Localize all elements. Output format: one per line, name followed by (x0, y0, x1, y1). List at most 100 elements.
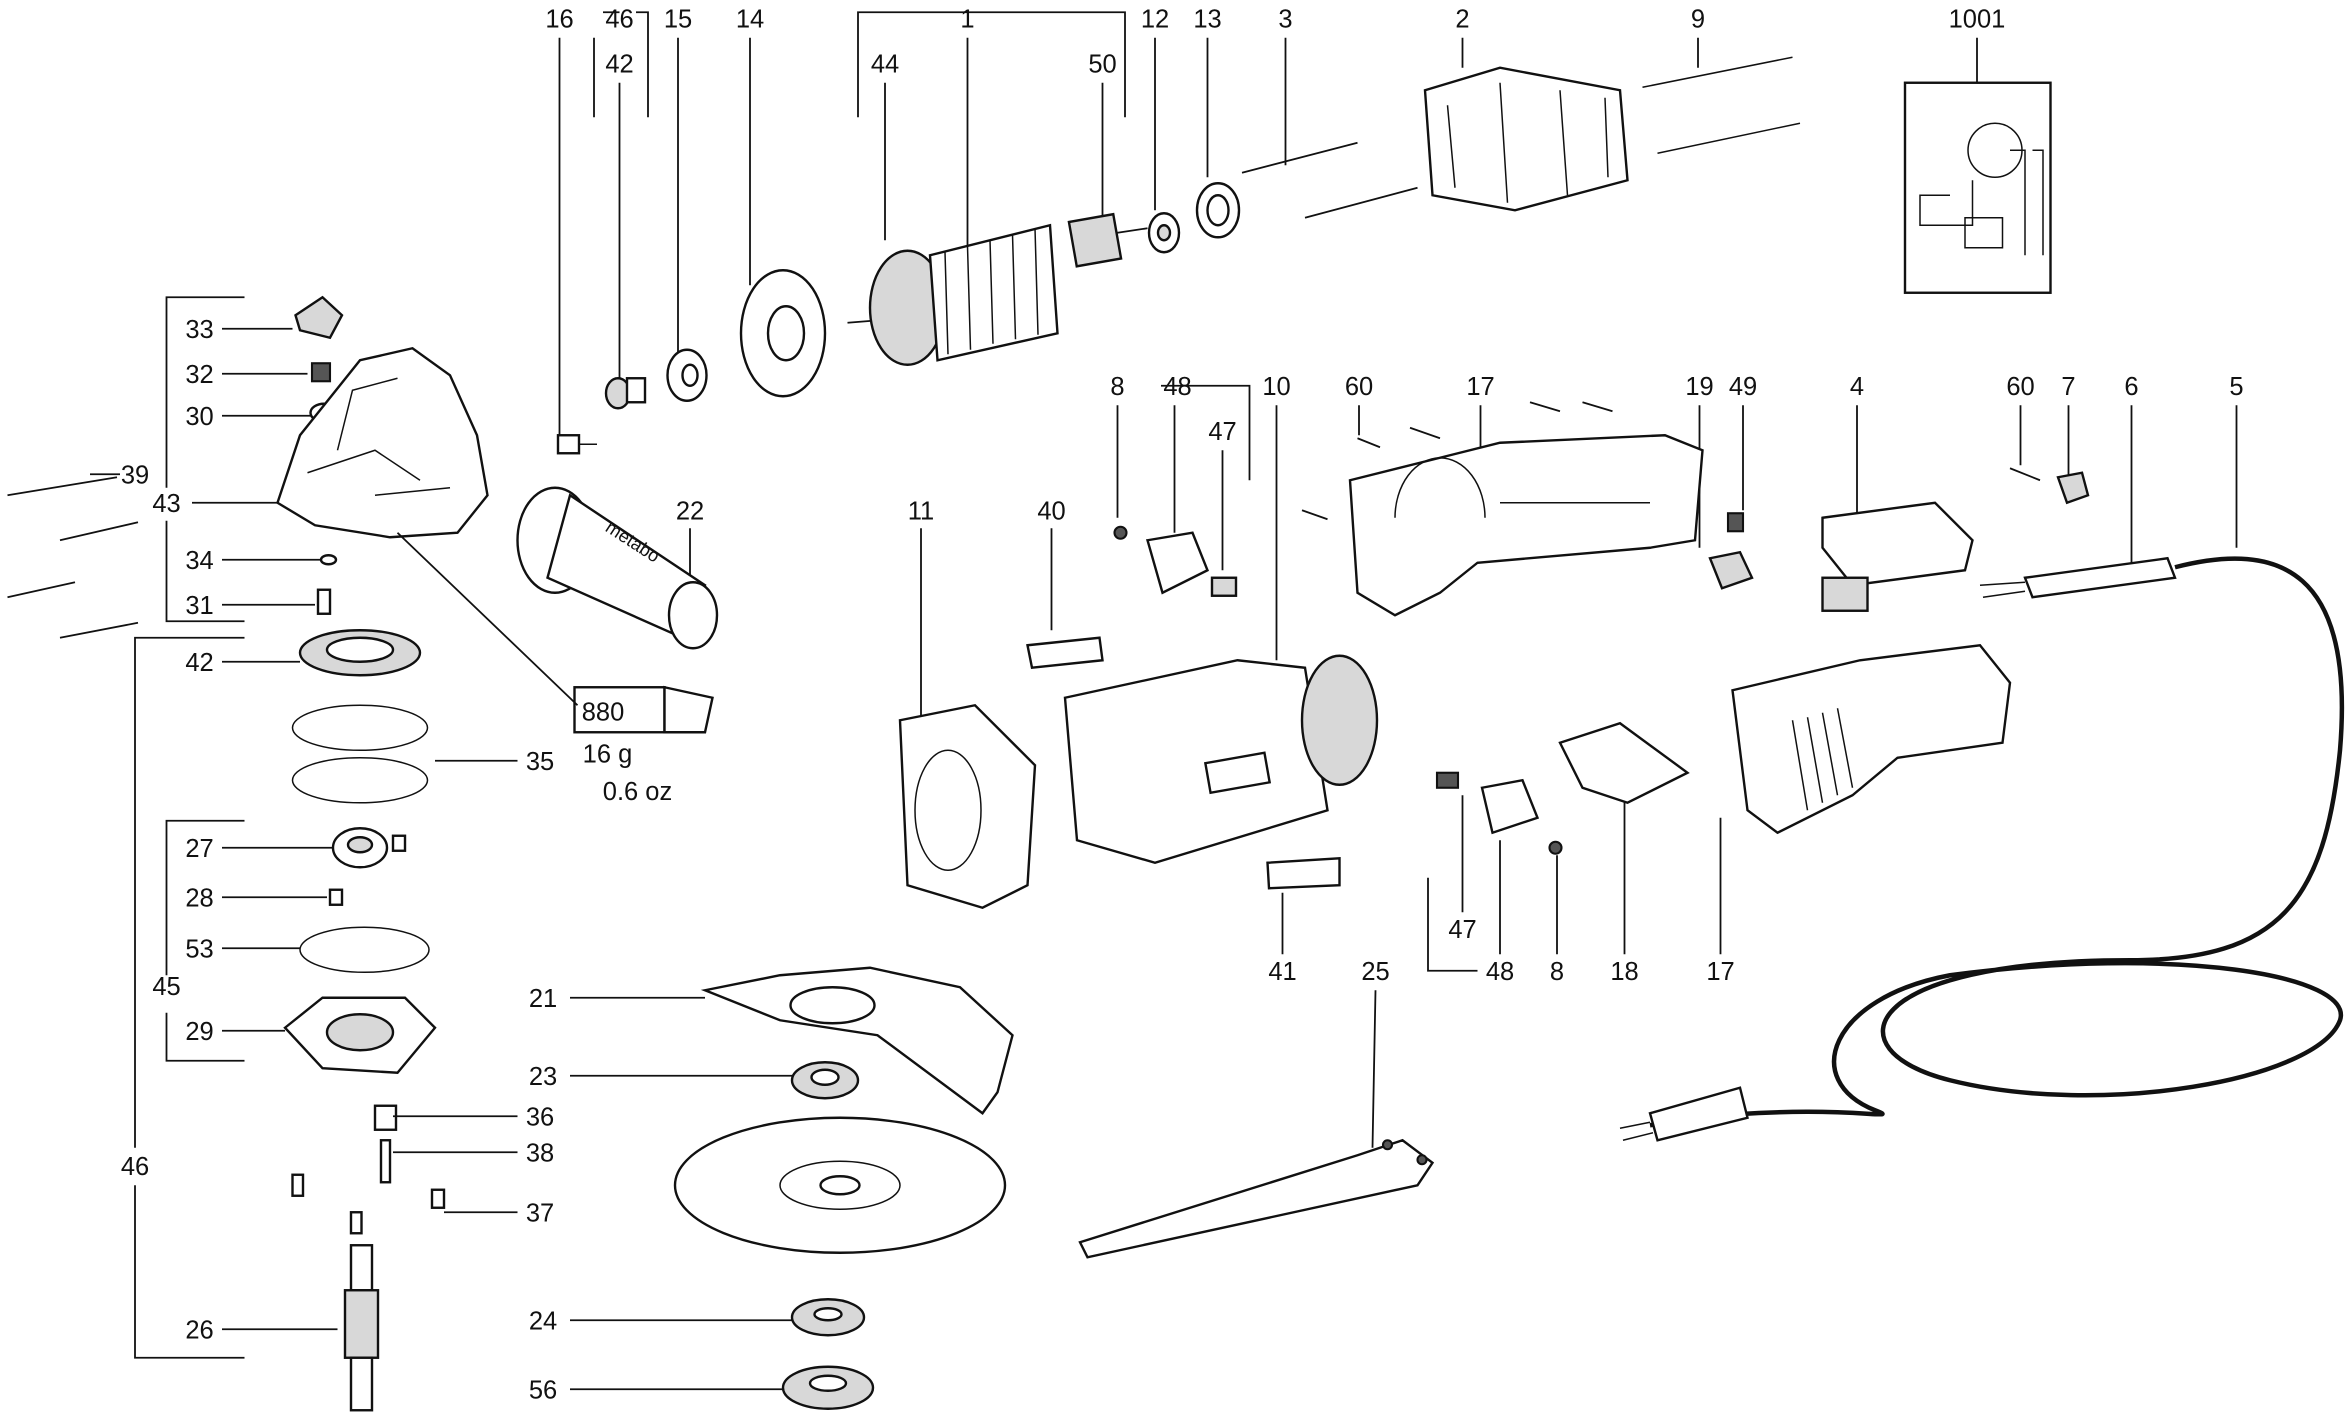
label-1: 1 (960, 5, 974, 33)
label-7: 7 (2061, 373, 2075, 401)
part-14-baffle (739, 269, 827, 398)
label-2: 2 (1455, 5, 1469, 33)
label-1001: 1001 (1949, 5, 2006, 33)
part-37-screw-c (349, 1211, 363, 1235)
motor-area: 11 40 8 48 47 10 41 (898, 373, 1379, 986)
label-28: 28 (185, 884, 213, 912)
side-handle-and-grease: 22 metabo 880 16 g 0.6 oz (396, 486, 719, 806)
part-34-washer (319, 554, 338, 566)
label-21: 21 (529, 985, 557, 1013)
label-37: 37 (526, 1199, 554, 1227)
part-48-brush-holder-a (1145, 531, 1210, 595)
guard-and-discs: 21 23 36 38 37 24 56 25 (393, 958, 1435, 1410)
part-38-pin (379, 1139, 392, 1184)
part-42-crown-gear (298, 629, 422, 677)
part-29-bearing-flange (283, 996, 437, 1074)
label-19: 19 (1685, 373, 1713, 401)
label-5: 5 (2229, 373, 2243, 401)
label-17-a: 17 (1466, 373, 1494, 401)
label-44: 44 (871, 50, 899, 78)
label-32: 32 (185, 361, 213, 389)
part-32-spring (310, 362, 332, 383)
part-42-pinion (604, 377, 647, 410)
part-5-cable (1649, 556, 2345, 1128)
part-28-screws (328, 888, 344, 906)
power-cable (1619, 556, 2345, 1142)
part-24-clamp-nut (790, 1298, 866, 1337)
label-60-b: 60 (2006, 373, 2034, 401)
label-49: 49 (1729, 373, 1757, 401)
part-60-screw-b (2009, 467, 2041, 482)
label-24: 24 (529, 1307, 557, 1335)
part-19-lever (1708, 550, 1754, 590)
part-3-screws (1241, 141, 1418, 219)
label-4: 4 (1850, 373, 1864, 401)
label-34: 34 (185, 547, 213, 575)
part-35-rings (291, 704, 429, 804)
label-8-b: 8 (1550, 958, 1564, 986)
label-22: 22 (676, 497, 704, 525)
label-46-top: 46 (605, 5, 633, 33)
label-23: 23 (529, 1063, 557, 1091)
part-13-bearing-cap (1195, 182, 1241, 239)
label-25: 25 (1361, 958, 1389, 986)
part-7-cable-clamp (2056, 471, 2090, 505)
label-40: 40 (1037, 497, 1065, 525)
part-60-screws (1301, 401, 1613, 521)
part-37-screw-a (291, 1173, 305, 1197)
label-41: 41 (1268, 958, 1296, 986)
label-47-a: 47 (1208, 418, 1236, 446)
label-53: 53 (185, 935, 213, 963)
label-3: 3 (1278, 5, 1292, 33)
part-27-bearing (331, 827, 389, 869)
label-13: 13 (1193, 5, 1221, 33)
grease-weight-g: 16 g (583, 740, 633, 768)
part-9-wires (1642, 56, 1801, 154)
top-labels: 16 46 42 15 14 1 44 50 12 13 3 2 9 1001 (545, 5, 2006, 436)
part-21-wheel-guard (700, 966, 1014, 1115)
label-18: 18 (1610, 958, 1638, 986)
part-47-carbon-brush-a (1210, 576, 1238, 597)
part-53-o-ring (299, 926, 430, 973)
part-15-bearing (666, 348, 708, 402)
label-45: 45 (152, 973, 180, 1001)
part-16-screw (556, 434, 597, 455)
label-42: 42 (185, 649, 213, 677)
label-11: 11 (908, 497, 934, 525)
label-26: 26 (185, 1316, 213, 1344)
label-10: 10 (1262, 373, 1290, 401)
part-31-pin (316, 588, 332, 615)
label-47-b: 47 (1448, 916, 1476, 944)
label-39: 39 (121, 461, 149, 489)
label-12: 12 (1141, 5, 1169, 33)
label-60-a: 60 (1345, 373, 1373, 401)
left-parts (7, 295, 489, 1412)
label-36: 36 (526, 1103, 554, 1131)
part-11-fan-housing (898, 703, 1037, 910)
part-17-handle-half-top (1348, 434, 1704, 617)
label-38: 38 (526, 1139, 554, 1167)
part-49-spring (1726, 512, 1745, 533)
label-15: 15 (664, 5, 692, 33)
part-25-pin-wrench (1078, 1138, 1435, 1259)
label-14: 14 (736, 5, 764, 33)
label-17-b: 17 (1706, 958, 1734, 986)
part-37-screw-b (430, 1188, 446, 1209)
part-17-handle-half-bottom (1731, 643, 2012, 835)
part-8-screw-b (1548, 840, 1563, 855)
part-880-grease-tube: 880 (573, 685, 714, 734)
part-36-sleeve (373, 1104, 398, 1131)
handle-area: 60 17 19 49 4 60 7 6 5 47 48 8 18 17 (1301, 373, 2244, 986)
part-41-label (1266, 856, 1341, 890)
label-50: 50 (1088, 50, 1116, 78)
part-4-switch (1821, 501, 1974, 612)
label-30: 30 (185, 403, 213, 431)
part-40-label (1026, 636, 1104, 670)
part-47-carbon-brush-b (1435, 771, 1460, 789)
part-26-spindle (343, 1244, 380, 1412)
grinding-disc (673, 1116, 1007, 1254)
part-39-screws (7, 476, 139, 639)
grease-code: 880 (582, 698, 625, 726)
top-parts (556, 56, 2052, 455)
